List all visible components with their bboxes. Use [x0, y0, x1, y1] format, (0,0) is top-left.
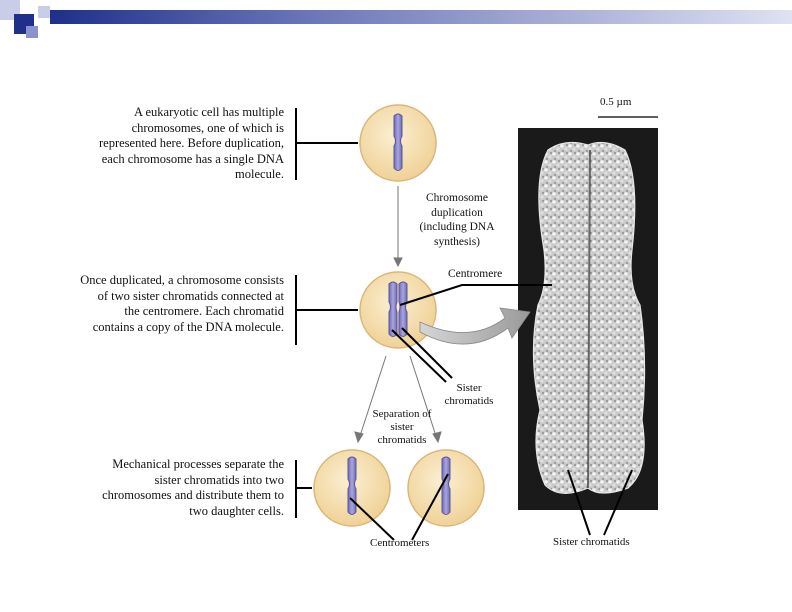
label-pointers: [349, 284, 633, 541]
cell-duplicated: [359, 271, 437, 349]
daughter-cell-right: [407, 449, 485, 527]
sister-chromatid-left: [388, 281, 398, 337]
centrometers-label: Centrometers: [370, 537, 430, 549]
separation-label: Separation of sister chromatids: [372, 408, 432, 446]
single-chromosome: [393, 113, 403, 171]
cell-unduplicated: [359, 104, 437, 182]
duplication-label: Chromosome duplication (including DNA sy…: [419, 192, 495, 248]
scale-label: 0.5 µm: [600, 96, 632, 108]
daughter-cell-left: [313, 449, 391, 527]
step-3-description: Mechanical processes separate the sister…: [102, 457, 284, 518]
description-pointers: [295, 108, 358, 518]
daughter-chromosome-left: [347, 456, 357, 515]
enlarge-arrow: [419, 307, 531, 345]
centromere-label: Centromere: [448, 268, 503, 280]
micrograph: [518, 116, 658, 510]
header-gradient-bar: [50, 10, 792, 24]
sister-chromatids-label: Sister chromatids: [444, 382, 494, 407]
step-2-description: Once duplicated, a chromosome consists o…: [80, 273, 284, 334]
daughter-chromosome-right: [441, 456, 451, 515]
step-1-description: A eukaryotic cell has multiple chromosom…: [99, 105, 284, 181]
flow-arrows: [354, 186, 442, 444]
micrograph-sister-chromatids-label: Sister chromatids: [553, 536, 630, 548]
header-square-3: [26, 26, 38, 38]
header-square-4: [38, 6, 50, 18]
